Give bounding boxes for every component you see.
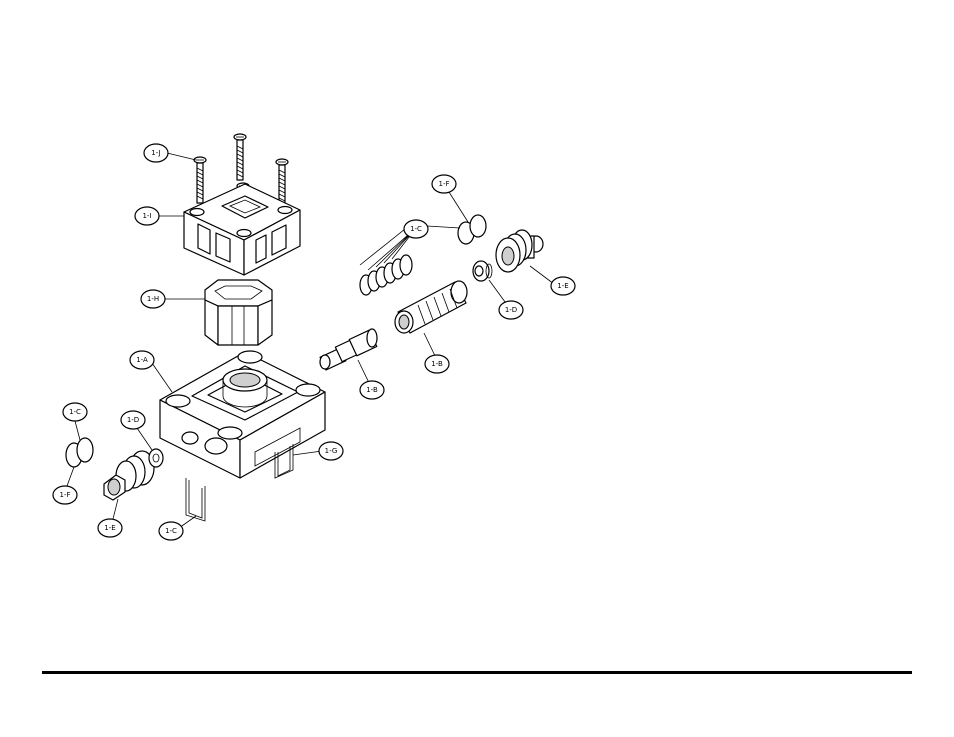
callout-1-f-top: 1-F	[432, 175, 456, 193]
callout-1-c-left: 1-C	[63, 403, 87, 421]
callout-1-h: 1-H	[141, 290, 165, 308]
callout-label: 1-I	[142, 212, 151, 220]
callout-1-c-top: 1-C	[404, 220, 428, 238]
callout-label: 1-B	[366, 386, 378, 394]
callout-label: 1-C	[410, 225, 422, 233]
callout-label: 1-D	[505, 306, 517, 314]
part-spool	[320, 329, 377, 370]
callout-label: 1-J	[151, 149, 160, 157]
callout-1-e-left: 1-E	[98, 519, 122, 537]
callout-1-j: 1-J	[144, 144, 168, 162]
callout-1-e-top: 1-E	[551, 277, 575, 295]
callout-label: 1-F	[438, 180, 449, 188]
part-o-rings-left	[66, 438, 93, 467]
callout-1-a: 1-A	[130, 351, 154, 369]
callout-label: 1-E	[557, 282, 568, 290]
callout-1-g: 1-G	[319, 442, 343, 460]
part-liner	[205, 280, 272, 345]
callout-label: 1-C	[165, 527, 177, 535]
callout-1-b-spool: 1-B	[360, 381, 384, 399]
part-end-cap-top	[496, 230, 543, 272]
part-sleeve	[395, 281, 467, 333]
callout-1-f-left: 1-F	[53, 486, 77, 504]
callout-label: 1-A	[136, 356, 148, 364]
callout-1-d-left: 1-D	[121, 411, 145, 429]
callout-1-b-spring: 1-B	[425, 355, 449, 373]
callout-label: 1-C	[69, 408, 81, 416]
callout-label: 1-D	[127, 416, 139, 424]
footer-rule	[42, 671, 912, 674]
part-end-cap-left	[104, 451, 154, 500]
callout-1-i: 1-I	[135, 207, 159, 225]
part-o-rings-top	[458, 215, 486, 244]
part-pin-left	[186, 478, 205, 521]
callout-1-d-top: 1-D	[499, 301, 523, 319]
callout-label: 1-B	[431, 360, 443, 368]
part-washer-top	[473, 261, 492, 281]
callout-1-c-pin: 1-C	[159, 522, 183, 540]
part-washer-left	[149, 449, 163, 467]
callout-label: 1-H	[147, 295, 159, 303]
callout-label: 1-G	[325, 447, 338, 455]
callout-label: 1-F	[59, 491, 70, 499]
part-body	[160, 351, 325, 478]
callout-label: 1-E	[104, 524, 115, 532]
